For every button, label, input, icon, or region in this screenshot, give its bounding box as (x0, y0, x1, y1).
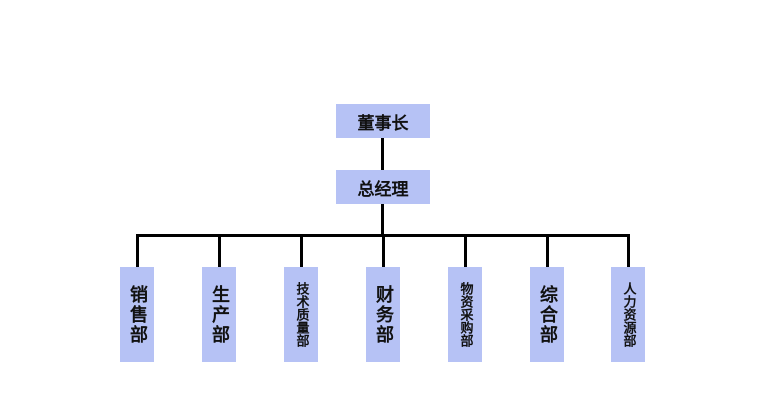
department-box: 生产部 (202, 267, 236, 362)
department-box: 技术质量部 (284, 267, 318, 362)
department-label: 财务部 (373, 284, 394, 345)
department-label: 销售部 (127, 284, 148, 345)
connector-line (382, 236, 385, 267)
connector-line (381, 204, 384, 237)
chairman-label: 董事长 (357, 113, 409, 134)
department-box: 财务部 (366, 267, 400, 362)
department-box: 销售部 (120, 267, 154, 362)
connector-line (546, 236, 549, 267)
department-label: 人力资源部 (620, 282, 636, 347)
department-label: 综合部 (537, 284, 558, 345)
department-label: 生产部 (209, 284, 230, 345)
connector-line (136, 236, 139, 267)
chairman-box: 董事长 (336, 104, 430, 138)
department-label: 物资采购部 (457, 282, 473, 347)
connector-line (300, 236, 303, 267)
connector-line (627, 236, 630, 267)
connector-line (381, 138, 384, 170)
department-box: 人力资源部 (611, 267, 645, 362)
department-box: 物资采购部 (448, 267, 482, 362)
general-manager-label: 总经理 (357, 179, 409, 200)
department-box: 综合部 (530, 267, 564, 362)
connector-line (464, 236, 467, 267)
connector-line (218, 236, 221, 267)
general-manager-box: 总经理 (336, 170, 430, 204)
department-label: 技术质量部 (293, 282, 309, 347)
horizontal-bus-line (136, 234, 630, 237)
